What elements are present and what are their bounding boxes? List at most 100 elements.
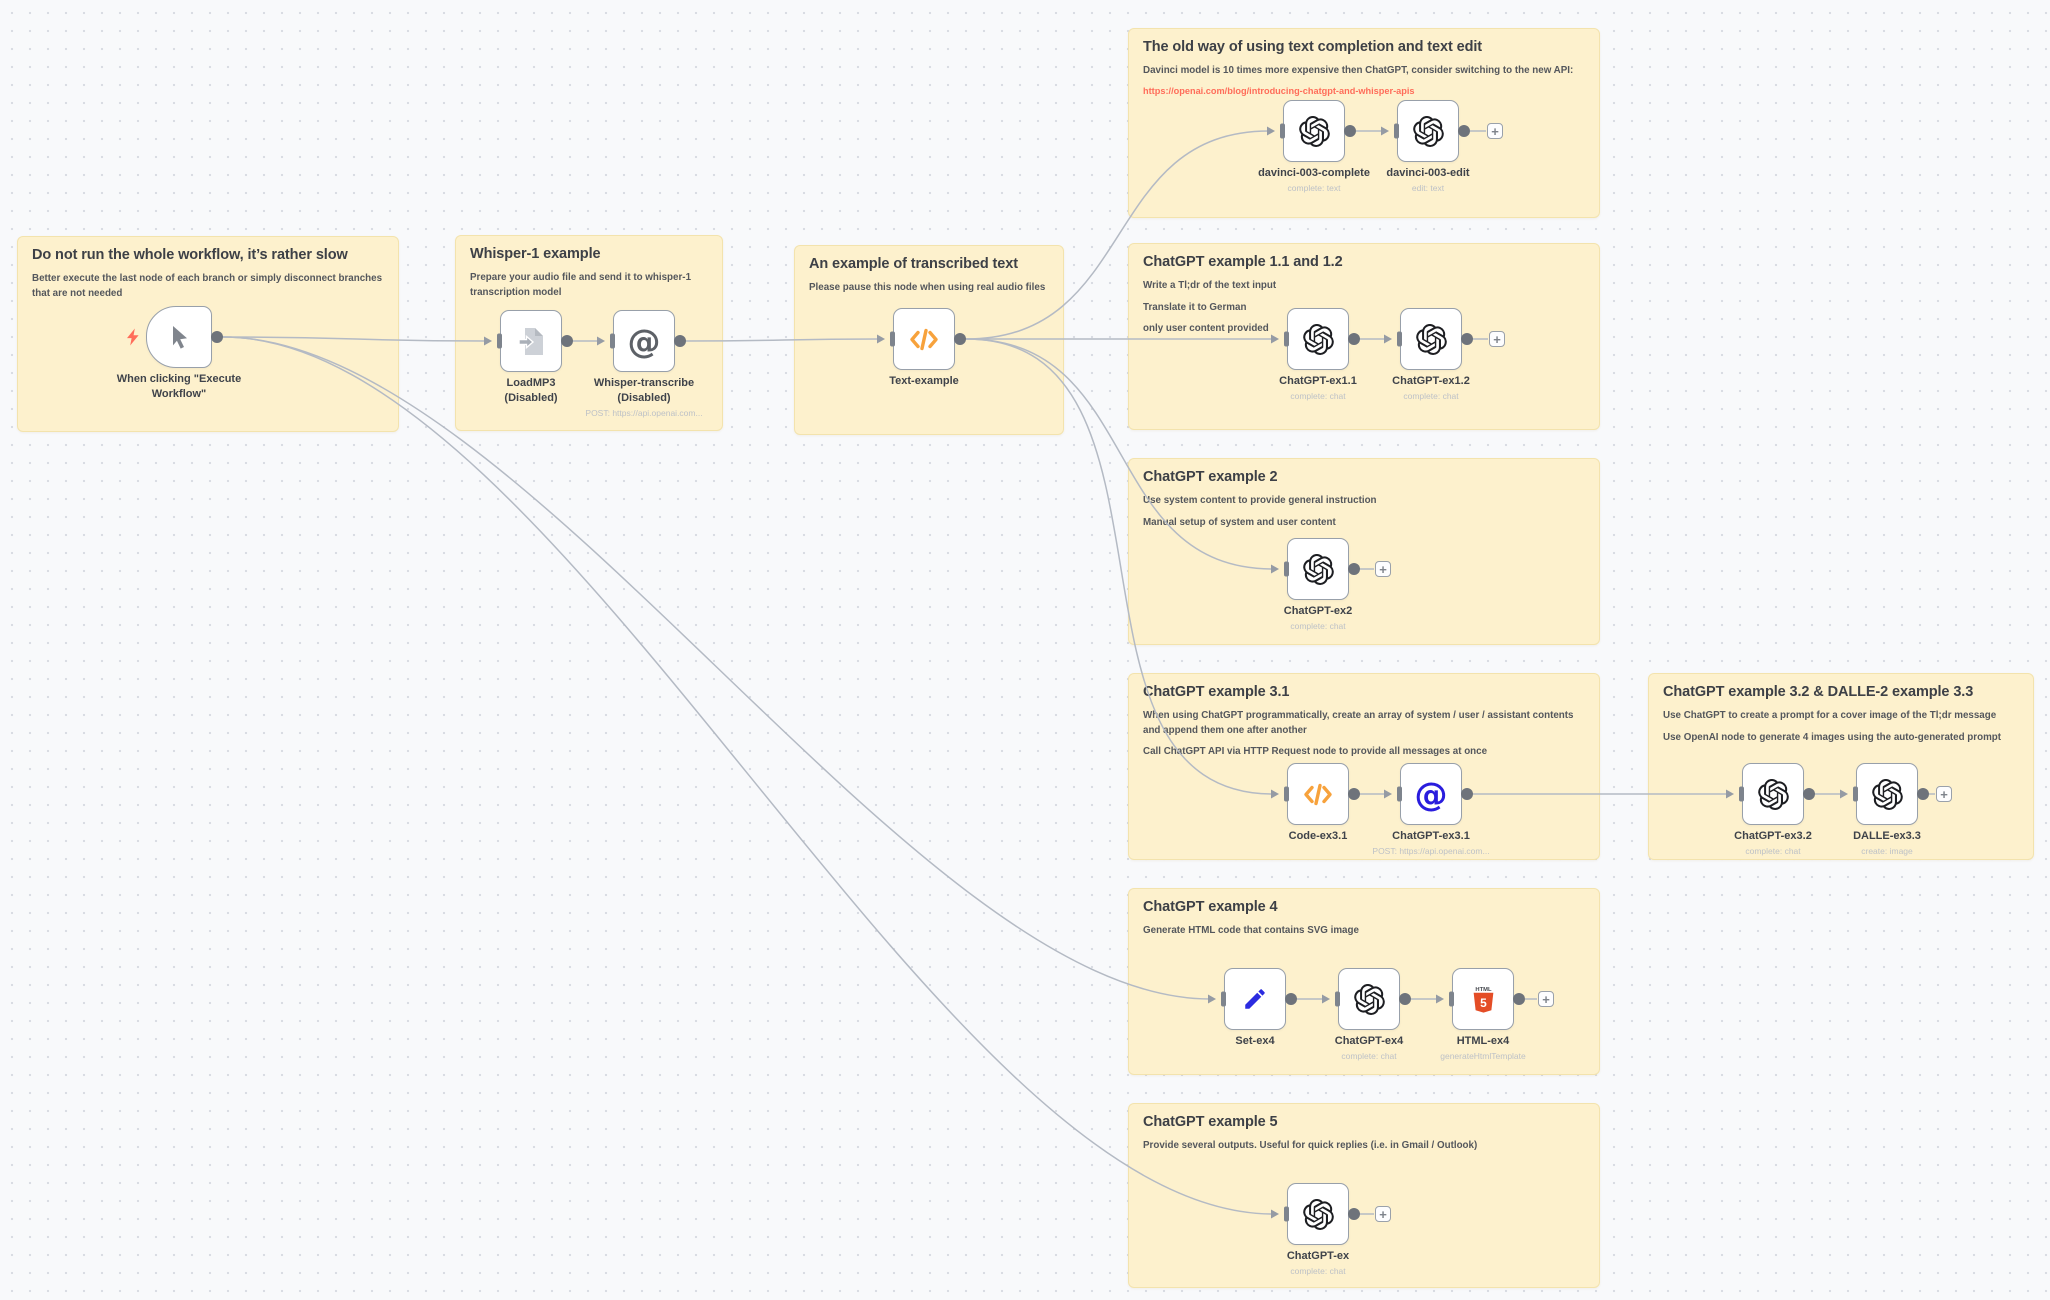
- input-port[interactable]: [890, 331, 895, 347]
- at-icon: @: [1414, 774, 1448, 814]
- sticky-text: Write a Tl;dr of the text input: [1143, 280, 1277, 291]
- node-box[interactable]: [1284, 538, 1360, 600]
- node-box[interactable]: [1335, 968, 1411, 1030]
- output-port[interactable]: [954, 333, 966, 345]
- output-port[interactable]: [211, 331, 223, 343]
- node-sublabel: complete: chat: [1403, 390, 1459, 401]
- node-box[interactable]: @: [610, 310, 686, 372]
- output-port[interactable]: [1348, 333, 1360, 345]
- add-node-button-plus-example-3[interactable]: +: [1936, 786, 1952, 802]
- add-node-button-plus-example-2[interactable]: +: [1375, 561, 1391, 577]
- input-port[interactable]: [1284, 786, 1289, 802]
- output-port[interactable]: [1348, 1208, 1360, 1220]
- node-label: ChatGPT-ex1.2: [1392, 375, 1470, 387]
- node-ex12[interactable]: ChatGPT-ex1.2 complete: chat: [1392, 308, 1473, 401]
- node-whisper[interactable]: @Whisper-transcribe (Disabled)POST: http…: [585, 310, 703, 418]
- output-port[interactable]: [1461, 788, 1473, 800]
- svg-text:5: 5: [1480, 996, 1487, 1010]
- output-port[interactable]: [1348, 788, 1360, 800]
- sticky-title: Do not run the whole workflow, it’s rath…: [32, 247, 348, 263]
- node-box[interactable]: [497, 310, 573, 372]
- output-port[interactable]: [674, 335, 686, 347]
- sticky-note-example-3-2[interactable]: ChatGPT example 3.2 & DALLE-2 example 3.…: [1648, 673, 2034, 860]
- node-sublabel: complete: chat: [1290, 390, 1346, 401]
- sticky-title: ChatGPT example 3.1: [1143, 684, 1290, 700]
- input-port[interactable]: [497, 333, 502, 349]
- at-icon: @: [627, 321, 661, 361]
- node-sublabel: complete: chat: [1745, 845, 1801, 856]
- node-label: DALLE-ex3.3: [1853, 830, 1921, 842]
- node-trigger[interactable]: When clicking "Execute Workflow": [117, 306, 241, 400]
- input-port[interactable]: [1739, 786, 1744, 802]
- openai-icon: [1871, 778, 1903, 810]
- output-port[interactable]: [1513, 993, 1525, 1005]
- output-port[interactable]: [1803, 788, 1815, 800]
- plus-icon: +: [1542, 991, 1550, 1007]
- node-sublabel: edit: text: [1411, 182, 1445, 193]
- output-port[interactable]: [1348, 563, 1360, 575]
- node-box[interactable]: [1284, 308, 1360, 370]
- input-port[interactable]: [1397, 786, 1402, 802]
- node-box[interactable]: [1394, 100, 1470, 162]
- node-box[interactable]: [127, 306, 223, 368]
- code-icon: [909, 328, 939, 351]
- input-port[interactable]: [610, 333, 615, 349]
- openai-icon: [1302, 323, 1334, 355]
- node-code31[interactable]: Code-ex3.1: [1284, 763, 1360, 842]
- input-port[interactable]: [1221, 991, 1226, 1007]
- node-label: Code-ex3.1: [1288, 830, 1348, 842]
- sticky-title: The old way of using text completion and…: [1143, 39, 1483, 55]
- output-port[interactable]: [1917, 788, 1929, 800]
- node-setex4[interactable]: Set-ex4: [1221, 968, 1297, 1047]
- input-port[interactable]: [1284, 1206, 1289, 1222]
- node-box[interactable]: [1284, 1183, 1360, 1245]
- output-port[interactable]: [1399, 993, 1411, 1005]
- input-port[interactable]: [1853, 786, 1858, 802]
- node-sublabel: POST: https://api.openai.com...: [1372, 845, 1490, 856]
- node-box[interactable]: [1739, 763, 1815, 825]
- node-box[interactable]: @: [1397, 763, 1473, 825]
- output-port[interactable]: [1344, 125, 1356, 137]
- node-loadmp3[interactable]: LoadMP3 (Disabled): [497, 310, 573, 404]
- input-port[interactable]: [1335, 991, 1340, 1007]
- node-box[interactable]: [1284, 763, 1360, 825]
- sticky-link[interactable]: https://openai.com/blog/introducing-chat…: [1143, 85, 1415, 96]
- input-port[interactable]: [1284, 561, 1289, 577]
- openai-icon: [1302, 1198, 1334, 1230]
- input-port[interactable]: [1449, 991, 1454, 1007]
- output-port[interactable]: [1285, 993, 1297, 1005]
- node-box[interactable]: [1221, 968, 1297, 1030]
- node-box[interactable]: [1853, 763, 1929, 825]
- output-port[interactable]: [1458, 125, 1470, 137]
- add-node-button-plus-example-1[interactable]: +: [1489, 331, 1505, 347]
- node-box[interactable]: [890, 308, 966, 370]
- add-node-button-plus-example-5[interactable]: +: [1375, 1206, 1391, 1222]
- input-port[interactable]: [1280, 123, 1285, 139]
- input-port[interactable]: [1397, 331, 1402, 347]
- node-box[interactable]: [1397, 308, 1473, 370]
- sticky-title: ChatGPT example 3.2 & DALLE-2 example 3.…: [1663, 684, 1974, 700]
- node-textex[interactable]: Text-example: [889, 308, 966, 387]
- add-node-button-plus-old-way[interactable]: +: [1487, 123, 1503, 139]
- node-box[interactable]: [1280, 100, 1356, 162]
- output-port[interactable]: [561, 335, 573, 347]
- add-node-button-plus-example-4[interactable]: +: [1538, 991, 1554, 1007]
- output-port[interactable]: [1461, 333, 1473, 345]
- sticky-title: ChatGPT example 4: [1143, 899, 1278, 915]
- input-port[interactable]: [1394, 123, 1399, 139]
- input-port[interactable]: [1284, 331, 1289, 347]
